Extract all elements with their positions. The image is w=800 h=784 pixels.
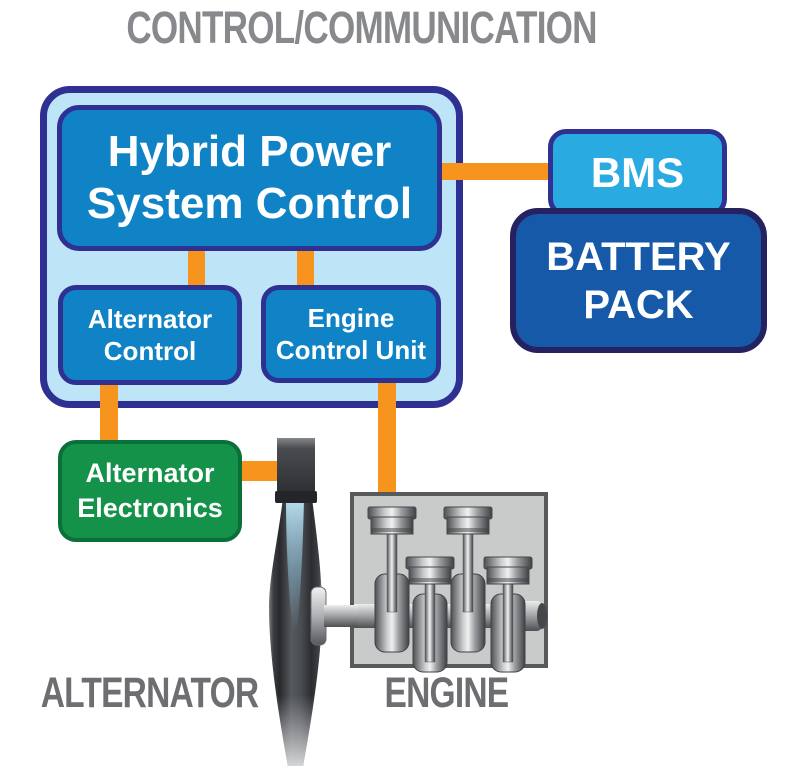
connector-hpsc-to-alternator-control [188,240,205,290]
hybrid-power-system-control-box: Hybrid Power System Control [57,105,442,251]
connector-hpsc-to-ecu [297,240,314,290]
alternator-hub [310,586,327,646]
battery-pack-line2: PACK [583,282,694,327]
label-engine: ENGINE [368,668,524,717]
bms-box: BMS [548,129,727,217]
label-alternator: ALTERNATOR [18,668,282,717]
bms-label: BMS [590,149,685,196]
hpsc-label-line2: System Control [86,179,413,228]
alternator-electronics-box: Alternator Electronics [58,440,242,542]
connector-hpsc-to-bms [435,163,555,180]
alternator-electronics-line1: Alternator [85,457,215,488]
ecu-line1: Engine [307,302,395,333]
alternator-control-box: Alternator Control [58,285,242,385]
engine-pistons [367,506,533,663]
alternator-control-line1: Alternator [87,303,213,334]
connector-alternator-control-to-electronics [100,378,118,442]
label-alternator-text: ALTERNATOR [41,668,259,717]
diagram-title: CONTROL/COMMUNICATION [0,2,724,53]
battery-pack-box: BATTERY PACK [510,208,767,353]
label-engine-text: ENGINE [384,668,509,717]
alternator-bracket [275,438,317,503]
alternator-engine-shaft [324,605,358,627]
engine-control-unit-box: Engine Control Unit [261,285,441,383]
hpsc-label-line1: Hybrid Power [107,127,392,177]
machinery-illustration [269,438,548,766]
diagram-title-text: CONTROL/COMMUNICATION [126,2,598,53]
alternator-electronics-line2: Electronics [77,493,223,523]
ecu-line2: Control Unit [275,335,427,365]
alternator-control-line2: Control [103,336,197,366]
connector-ecu-to-engine [378,378,396,498]
battery-pack-line1: BATTERY [546,234,731,279]
